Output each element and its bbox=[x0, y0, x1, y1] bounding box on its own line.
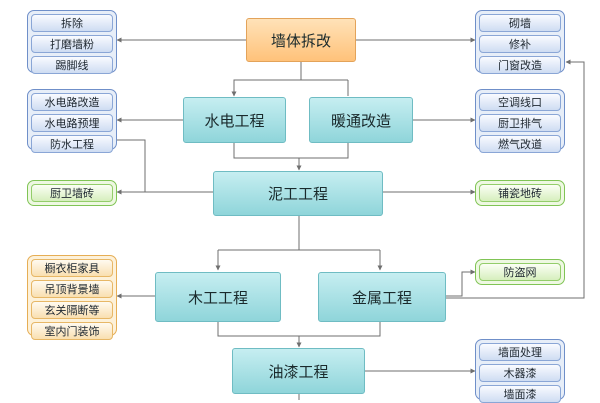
list-item: 木器漆 bbox=[479, 364, 561, 382]
list-item: 燃气改道 bbox=[479, 135, 561, 153]
list-item: 铺瓷地砖 bbox=[479, 184, 561, 202]
list-item: 墙面处理 bbox=[479, 343, 561, 361]
node-plumbing-electrical: 水电工程 bbox=[183, 97, 286, 143]
list-item: 玄关隔断等 bbox=[31, 301, 113, 319]
node-painting-label: 油漆工程 bbox=[268, 362, 329, 381]
group-painting-right: 墙面处理 木器漆 墙面漆 bbox=[475, 339, 565, 403]
node-demolition-label: 墙体拆改 bbox=[270, 31, 331, 50]
list-item: 水电路预埋 bbox=[31, 114, 113, 132]
list-item: 修补 bbox=[479, 35, 561, 53]
node-masonry-label: 泥工工程 bbox=[267, 185, 328, 203]
list-item: 水电路改造 bbox=[31, 93, 113, 111]
group-plumbing-left: 水电路改造 水电路预埋 防水工程 bbox=[27, 89, 117, 153]
node-masonry: 泥工工程 bbox=[213, 171, 383, 216]
list-item: 砌墙 bbox=[479, 14, 561, 32]
group-metal-right: 防盗网 bbox=[475, 259, 565, 285]
list-item: 门窗改造 bbox=[479, 56, 561, 74]
list-item: 厨卫排气 bbox=[479, 114, 561, 132]
node-demolition: 墙体拆改 bbox=[246, 18, 356, 62]
list-item: 打磨墙粉 bbox=[31, 35, 113, 53]
list-item: 橱衣柜家具 bbox=[31, 259, 113, 277]
node-painting: 油漆工程 bbox=[232, 348, 365, 394]
node-metal: 金属工程 bbox=[318, 272, 446, 322]
list-item: 墙面漆 bbox=[479, 385, 561, 403]
list-item: 防水工程 bbox=[31, 135, 113, 153]
list-item: 吊顶背景墙 bbox=[31, 280, 113, 298]
group-hvac-right: 空调线口 厨卫排气 燃气改道 bbox=[475, 89, 565, 153]
list-item: 室内门装饰 bbox=[31, 322, 113, 340]
list-item: 防盗网 bbox=[479, 263, 561, 281]
node-hvac: 暖通改造 bbox=[309, 97, 413, 143]
node-carpentry-label: 木工工程 bbox=[187, 288, 248, 307]
group-masonry-right: 铺瓷地砖 bbox=[475, 180, 565, 206]
list-item: 踢脚线 bbox=[31, 56, 113, 74]
group-carpentry-left: 橱衣柜家具 吊顶背景墙 玄关隔断等 室内门装饰 bbox=[27, 255, 117, 340]
group-masonry-left: 厨卫墙砖 bbox=[27, 180, 117, 206]
node-hvac-label: 暖通改造 bbox=[330, 111, 391, 130]
node-carpentry: 木工工程 bbox=[155, 272, 281, 322]
group-demolition-right: 砌墙 修补 门窗改造 bbox=[475, 10, 565, 74]
node-plumbing-electrical-label: 水电工程 bbox=[204, 111, 265, 130]
group-demolition-left: 拆除 打磨墙粉 踢脚线 bbox=[27, 10, 117, 74]
list-item: 厨卫墙砖 bbox=[31, 184, 113, 202]
list-item: 拆除 bbox=[31, 14, 113, 32]
node-metal-label: 金属工程 bbox=[351, 288, 412, 307]
list-item: 空调线口 bbox=[479, 93, 561, 111]
